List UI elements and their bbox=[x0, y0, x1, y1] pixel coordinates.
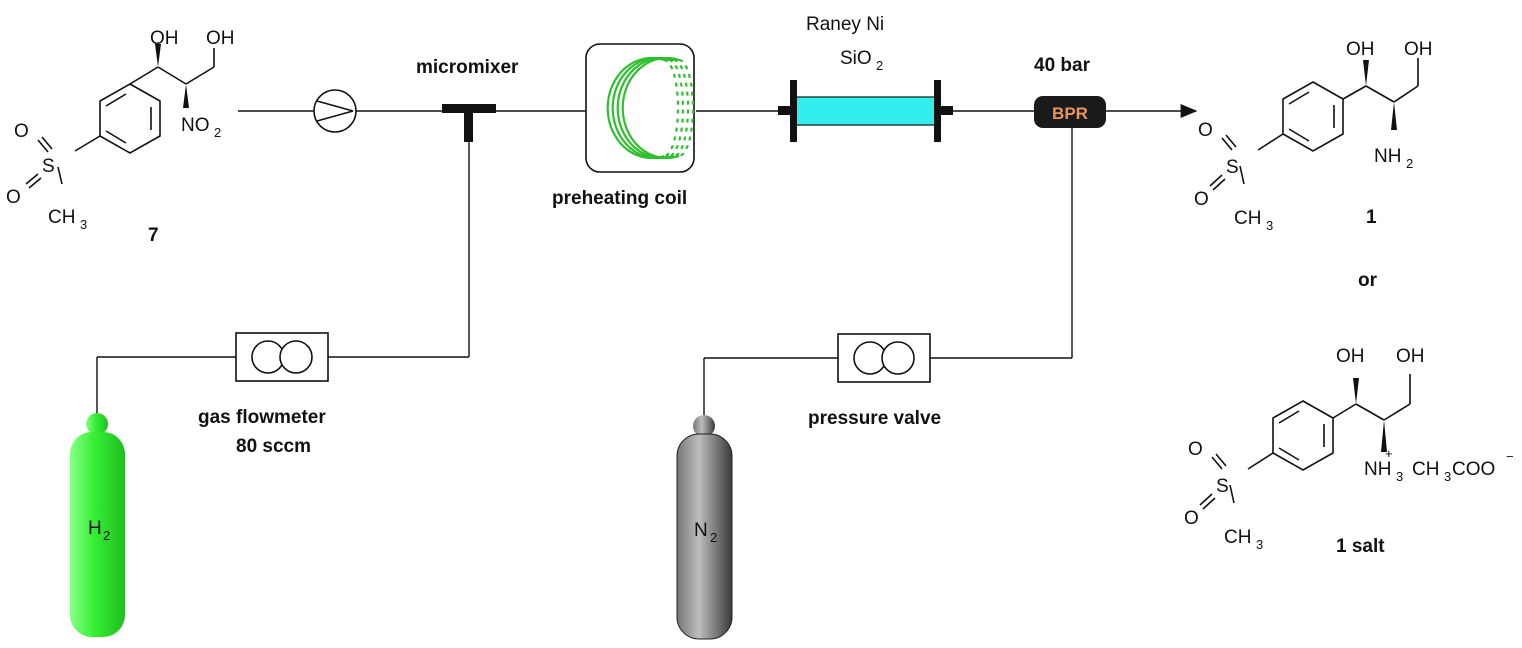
wedge-bond bbox=[1353, 378, 1359, 404]
product-amine-1 bbox=[1209, 58, 1419, 191]
atom-methyl: CH bbox=[1224, 527, 1251, 548]
wedge-bond bbox=[1381, 420, 1387, 452]
micromixer-icon bbox=[442, 104, 496, 142]
atom-s: S bbox=[1216, 476, 1229, 497]
preheating-coil-label: preheating coil bbox=[552, 188, 687, 209]
n2-label-sub: 2 bbox=[710, 530, 717, 545]
packed-bed-reactor bbox=[778, 80, 953, 142]
atom-o: O bbox=[1194, 189, 1209, 210]
atom-sub: 3 bbox=[80, 217, 87, 232]
flow-tubing bbox=[96, 104, 1198, 420]
atom-nitro: NO bbox=[181, 115, 210, 136]
atom-o: O bbox=[1184, 508, 1199, 529]
atom-oh: OH bbox=[206, 28, 235, 49]
or-label: or bbox=[1358, 270, 1378, 291]
atom-o: O bbox=[1198, 120, 1213, 141]
starting-material-7 bbox=[25, 48, 215, 189]
product-salt bbox=[1199, 374, 1411, 510]
wedge-bond bbox=[155, 44, 161, 67]
atom-sub: 2 bbox=[214, 125, 221, 140]
atom-s: S bbox=[42, 156, 55, 177]
atom-o: O bbox=[6, 187, 21, 208]
wedge-bond bbox=[183, 84, 189, 108]
h2-cylinder bbox=[70, 413, 125, 637]
acetate-label: COO bbox=[1452, 459, 1495, 480]
support-label: SiO bbox=[840, 48, 872, 69]
atom-s: S bbox=[1226, 157, 1239, 178]
atom-sub: 3 bbox=[1444, 469, 1451, 484]
compound-number: 7 bbox=[148, 225, 159, 246]
charge-plus: + bbox=[1385, 446, 1393, 461]
compound-number: 1 salt bbox=[1336, 536, 1385, 557]
pressure-valve-label: pressure valve bbox=[808, 408, 941, 429]
h2-label-sub: 2 bbox=[103, 528, 110, 543]
atom-methyl: CH bbox=[48, 207, 75, 228]
atom-sub: 3 bbox=[1256, 537, 1263, 552]
bpr-label: BPR bbox=[1052, 104, 1088, 123]
atom-sub: 2 bbox=[1406, 156, 1413, 171]
gas-flowmeter-icon bbox=[235, 332, 329, 382]
h2-label: H bbox=[88, 518, 102, 539]
catalyst-label: Raney Ni bbox=[806, 14, 884, 35]
atom-ammonium: NH bbox=[1364, 459, 1391, 480]
atom-sub: 3 bbox=[1396, 469, 1403, 484]
n2-label: N bbox=[694, 520, 708, 541]
n2-cylinder bbox=[676, 415, 733, 640]
wedge-bond bbox=[1363, 60, 1369, 86]
preheating-coil-icon bbox=[585, 43, 695, 173]
atom-oh: OH bbox=[1404, 39, 1433, 60]
atom-amine: NH bbox=[1374, 146, 1401, 167]
atom-o: O bbox=[14, 121, 29, 142]
back-pressure-regulator bbox=[1034, 96, 1106, 128]
atom-oh: OH bbox=[1346, 39, 1375, 60]
pump-icon bbox=[313, 89, 357, 133]
micromixer-label: micromixer bbox=[416, 57, 519, 78]
atom-sub: 3 bbox=[1266, 218, 1273, 233]
pressure-valve-icon bbox=[837, 333, 931, 383]
gas-flowmeter-label: gas flowmeter bbox=[198, 407, 326, 428]
support-label-sub: 2 bbox=[876, 58, 883, 73]
atom-methyl: CH bbox=[1234, 208, 1261, 229]
charge-minus: − bbox=[1506, 449, 1514, 464]
atom-oh: OH bbox=[150, 28, 179, 49]
pressure-label: 40 bar bbox=[1034, 55, 1091, 76]
compound-number: 1 bbox=[1366, 207, 1377, 228]
gas-flow-rate: 80 sccm bbox=[236, 436, 311, 457]
wedge-bond bbox=[1391, 102, 1397, 130]
atom-oh: OH bbox=[1396, 346, 1425, 367]
atom-o: O bbox=[1188, 439, 1203, 460]
atom-oh: OH bbox=[1336, 346, 1365, 367]
acetate-label: CH bbox=[1412, 459, 1439, 480]
